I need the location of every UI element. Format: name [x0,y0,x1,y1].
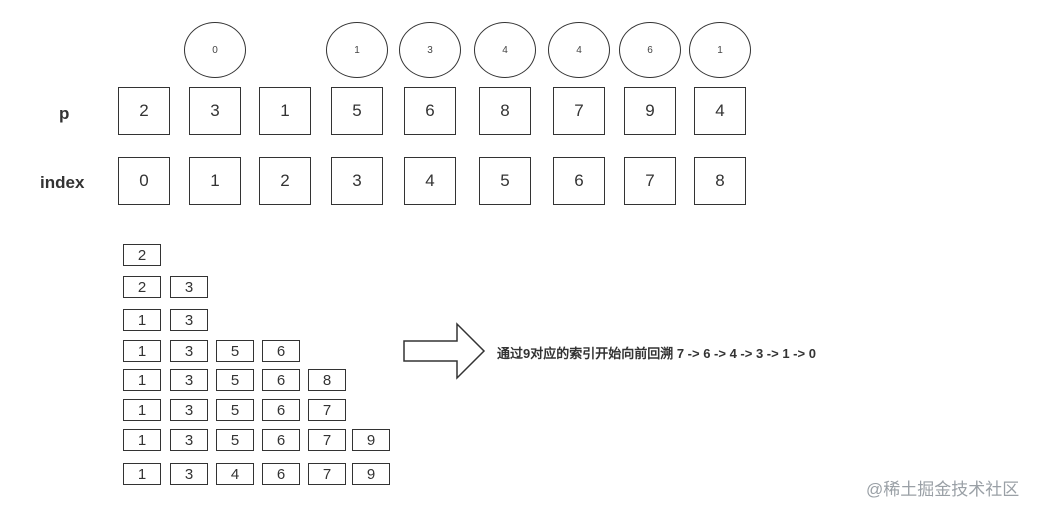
p-cell: 1 [259,87,311,135]
step-cell: 6 [262,399,300,421]
index-cell: 3 [331,157,383,205]
step-cell: 6 [262,463,300,485]
step-cell: 5 [216,429,254,451]
index-cell: 5 [479,157,531,205]
step-cell: 5 [216,369,254,391]
watermark: @稀土掘金技术社区 [866,480,1020,499]
step-cell: 1 [123,340,161,362]
index-cell: 4 [404,157,456,205]
index-cell: 1 [189,157,241,205]
step-cell: 6 [262,429,300,451]
right-arrow-icon [403,322,486,380]
step-cell: 1 [123,369,161,391]
p-cell: 4 [694,87,746,135]
index-cell: 7 [624,157,676,205]
step-cell: 3 [170,309,208,331]
step-cell: 5 [216,340,254,362]
predecessor-circle: 6 [619,22,681,78]
step-cell: 9 [352,429,390,451]
step-cell: 1 [123,463,161,485]
step-cell: 3 [170,463,208,485]
index-cell: 6 [553,157,605,205]
predecessor-circle: 0 [184,22,246,78]
step-cell: 3 [170,276,208,298]
step-cell: 7 [308,463,346,485]
step-cell: 1 [123,429,161,451]
p-cell: 6 [404,87,456,135]
step-cell: 7 [308,429,346,451]
p-cell: 3 [189,87,241,135]
p-cell: 7 [553,87,605,135]
step-cell: 3 [170,399,208,421]
step-cell: 2 [123,244,161,266]
step-cell: 1 [123,399,161,421]
predecessor-circle: 4 [474,22,536,78]
step-cell: 3 [170,369,208,391]
step-cell: 4 [216,463,254,485]
p-cell: 2 [118,87,170,135]
step-cell: 9 [352,463,390,485]
index-cell: 0 [118,157,170,205]
predecessor-circle: 3 [399,22,461,78]
step-cell: 1 [123,309,161,331]
predecessor-circle: 4 [548,22,610,78]
predecessor-circle: 1 [689,22,751,78]
step-cell: 8 [308,369,346,391]
index-cell: 8 [694,157,746,205]
p-cell: 8 [479,87,531,135]
p-row-label: p [59,104,70,123]
predecessor-circle: 1 [326,22,388,78]
step-cell: 3 [170,429,208,451]
backtrack-caption: 通过9对应的索引开始向前回溯 7 -> 6 -> 4 -> 3 -> 1 -> … [497,346,816,361]
step-cell: 7 [308,399,346,421]
index-row-label: index [40,173,85,192]
step-cell: 3 [170,340,208,362]
p-cell: 9 [624,87,676,135]
step-cell: 2 [123,276,161,298]
p-cell: 5 [331,87,383,135]
index-cell: 2 [259,157,311,205]
step-cell: 5 [216,399,254,421]
step-cell: 6 [262,340,300,362]
step-cell: 6 [262,369,300,391]
